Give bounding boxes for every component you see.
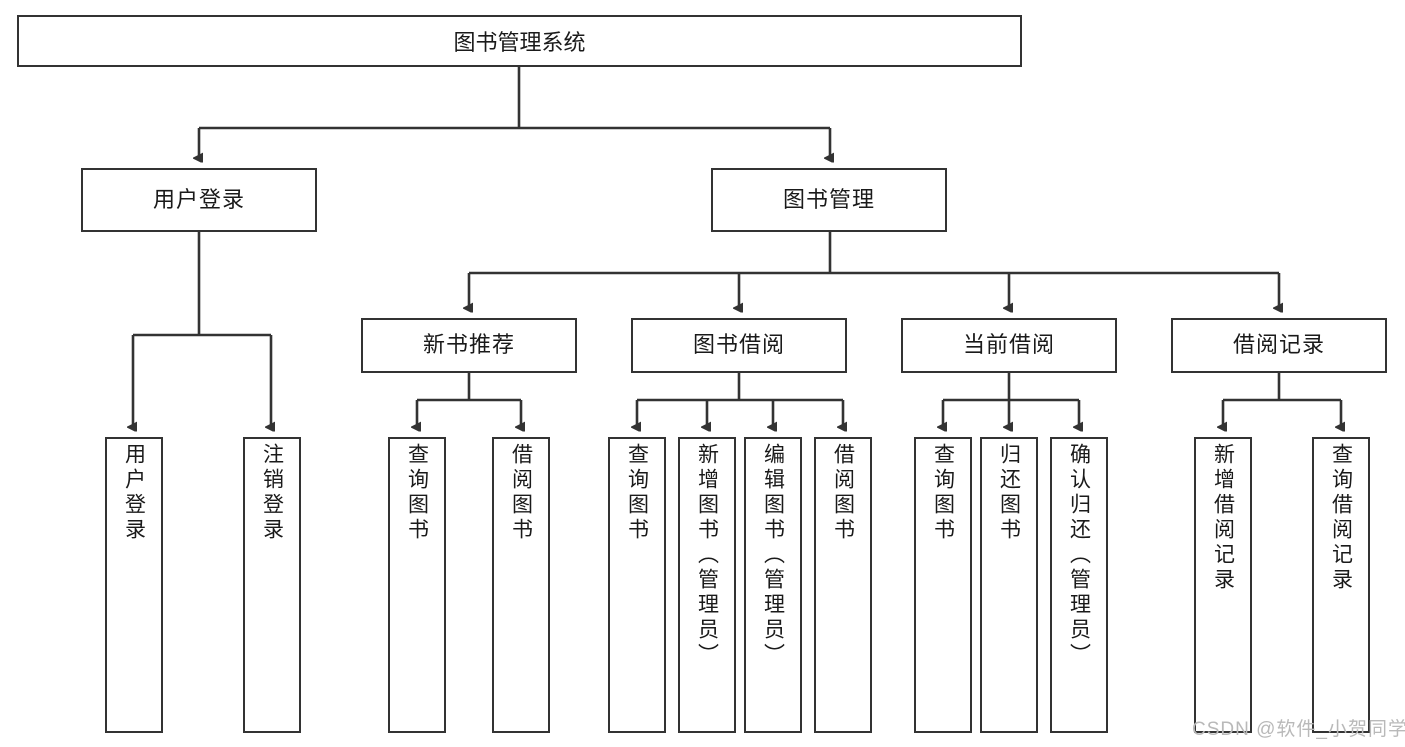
node-leaf-confirm-return-admin[interactable]: 确认归还（管理员） — [1050, 437, 1108, 733]
node-leaf-query-borrow-record[interactable]: 查询借阅记录 — [1312, 437, 1370, 733]
node-label: 注销登录 — [260, 443, 284, 543]
node-label: 查询借阅记录 — [1329, 443, 1353, 593]
node-label: 用户登录 — [122, 443, 146, 543]
node-user-login[interactable]: 用户登录 — [81, 168, 317, 232]
node-leaf-logout-login[interactable]: 注销登录 — [243, 437, 301, 733]
node-root-book-management-system[interactable]: 图书管理系统 — [17, 15, 1022, 67]
node-leaf-add-book-admin[interactable]: 新增图书（管理员） — [678, 437, 736, 733]
node-label: 查询图书 — [931, 443, 955, 543]
node-leaf-user-login[interactable]: 用户登录 — [105, 437, 163, 733]
node-label: 借阅图书 — [831, 443, 855, 543]
node-book-borrow[interactable]: 图书借阅 — [631, 318, 847, 373]
node-label: 新增借阅记录 — [1211, 443, 1235, 593]
node-label: 用户登录 — [152, 186, 245, 212]
node-leaf-edit-book-admin[interactable]: 编辑图书（管理员） — [744, 437, 802, 733]
node-leaf-borrow-book-1[interactable]: 借阅图书 — [492, 437, 550, 733]
node-borrow-record[interactable]: 借阅记录 — [1171, 318, 1387, 373]
node-label: 图书借阅 — [692, 332, 785, 358]
node-label: 借阅记录 — [1232, 332, 1325, 358]
node-leaf-add-borrow-record[interactable]: 新增借阅记录 — [1194, 437, 1252, 733]
node-leaf-query-book-2[interactable]: 查询图书 — [608, 437, 666, 733]
node-label: 编辑图书（管理员） — [761, 443, 785, 668]
node-leaf-query-book-3[interactable]: 查询图书 — [914, 437, 972, 733]
csdn-watermark: CSDN @软件_小贺同学 — [1192, 719, 1405, 740]
node-current-borrow[interactable]: 当前借阅 — [901, 318, 1117, 373]
node-label: 归还图书 — [997, 443, 1021, 543]
node-label: 新书推荐 — [422, 332, 515, 358]
node-label: 查询图书 — [405, 443, 429, 543]
node-leaf-borrow-book-2[interactable]: 借阅图书 — [814, 437, 872, 733]
node-label: 图书管理 — [782, 186, 875, 212]
node-label: 查询图书 — [625, 443, 649, 543]
node-label: 新增图书（管理员） — [695, 443, 719, 668]
node-book-management[interactable]: 图书管理 — [711, 168, 947, 232]
node-label: 图书管理系统 — [453, 30, 586, 55]
node-label: 当前借阅 — [962, 332, 1055, 358]
node-leaf-query-book-1[interactable]: 查询图书 — [388, 437, 446, 733]
node-label: 借阅图书 — [509, 443, 533, 543]
node-leaf-return-book[interactable]: 归还图书 — [980, 437, 1038, 733]
node-label: 确认归还（管理员） — [1067, 443, 1091, 668]
node-new-book-recommend[interactable]: 新书推荐 — [361, 318, 577, 373]
